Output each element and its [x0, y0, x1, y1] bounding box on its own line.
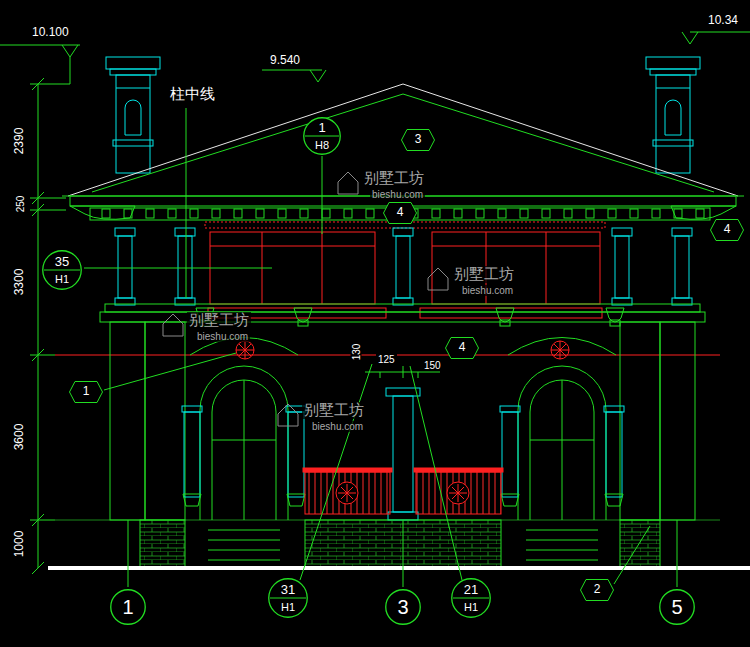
callout-number: 1: [318, 121, 325, 135]
material-tag: 4: [710, 219, 744, 241]
material-tag: 4: [383, 202, 417, 224]
annotation-text: 柱中线: [168, 86, 217, 103]
callout-number: 4: [397, 206, 404, 219]
callout-number: 3: [415, 133, 422, 146]
dimension-text: 3300: [13, 267, 26, 298]
dimension-text: 150: [422, 360, 443, 371]
material-tag: 4: [445, 337, 479, 359]
callout-number: H1: [281, 601, 295, 613]
callout-number: 1: [83, 385, 90, 398]
dimension-text: 3600: [13, 422, 26, 453]
section-callout: 1H8: [303, 117, 341, 155]
callout-number: H1: [55, 273, 69, 285]
callout-number: H8: [315, 139, 329, 151]
watermark: bieshu.com: [195, 331, 250, 342]
watermark: 别墅工坊: [187, 312, 251, 329]
section-callout: 35H1: [42, 250, 82, 290]
callout-number: 3: [397, 596, 408, 618]
axis-bubble: 3: [385, 589, 421, 625]
section-callout: 31H1: [268, 578, 308, 618]
material-tag: 2: [580, 579, 614, 601]
dimension-text: 125: [376, 354, 397, 365]
elevation-mark: 10.100: [30, 26, 71, 39]
callout-number: 21: [464, 583, 478, 597]
elevation-mark: 10.34: [706, 14, 740, 27]
dimension-text: 2390: [13, 126, 26, 157]
elevation-mark: 9.540: [268, 54, 302, 67]
watermark: 别墅工坊: [302, 402, 366, 419]
callout-number: 5: [671, 596, 682, 618]
watermark: bieshu.com: [460, 285, 515, 296]
watermark: bieshu.com: [370, 189, 425, 200]
dimension-text: 1000: [13, 529, 26, 560]
watermark: 别墅工坊: [362, 170, 426, 187]
callout-number: 2: [594, 583, 601, 596]
callout-number: 4: [724, 223, 731, 236]
callout-number: 31: [281, 583, 295, 597]
callout-number: 4: [459, 341, 466, 354]
dimension-text: 130: [351, 342, 362, 363]
axis-bubble: 1: [110, 589, 146, 625]
section-callout: 21H1: [451, 578, 491, 618]
callout-number: 1: [122, 596, 133, 618]
callout-number: 35: [55, 255, 69, 269]
material-tag: 3: [401, 129, 435, 151]
callout-number: H1: [464, 601, 478, 613]
axis-bubble: 5: [659, 589, 695, 625]
material-tag: 1: [69, 381, 103, 403]
watermark: bieshu.com: [310, 421, 365, 432]
watermark: 别墅工坊: [452, 266, 516, 283]
dimension-text: 250: [15, 194, 26, 215]
